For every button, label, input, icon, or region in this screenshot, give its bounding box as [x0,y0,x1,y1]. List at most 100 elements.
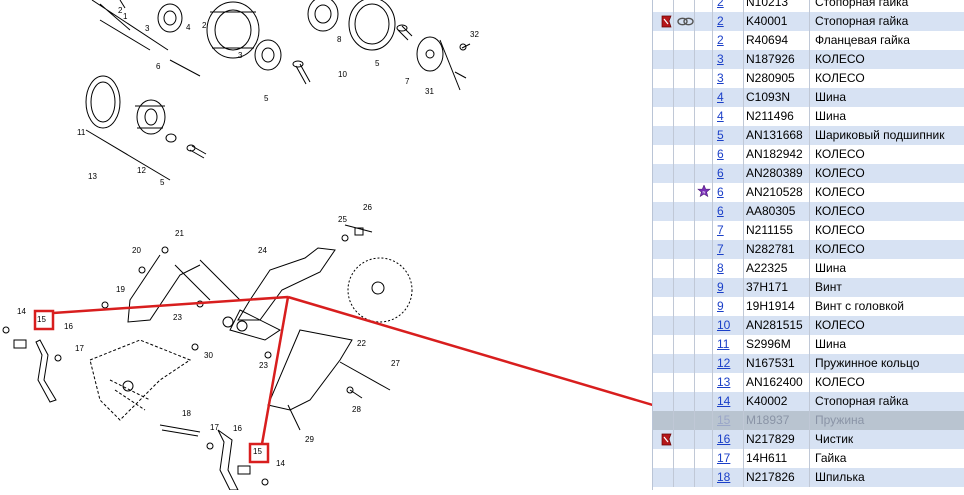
callout-number: 30 [204,351,213,360]
link-cell [674,69,695,88]
ref-link[interactable]: 2 [717,33,724,47]
ref-link[interactable]: 9 [717,280,724,294]
part-number: AN131668 [744,126,810,145]
link-cell [674,297,695,316]
ref-link[interactable]: 6 [717,204,724,218]
status-cell [695,221,713,240]
ref-cell: 3 [713,50,744,69]
ref-cell: 6 [713,164,744,183]
chain-link-icon[interactable] [677,16,694,27]
part-description: Винт [815,280,842,294]
flag-cell [653,316,674,335]
link-cell [674,449,695,468]
ref-link[interactable]: 5 [717,128,724,142]
part-number: 37H171 [744,278,810,297]
ref-link[interactable]: 17 [717,451,731,465]
callout-number: 16 [233,424,242,433]
ref-link[interactable]: 2 [717,0,724,9]
callout-number: 15 [37,315,46,324]
ref-link[interactable]: 4 [717,90,724,104]
status-cell [695,259,713,278]
part-number: 19H1914 [744,297,810,316]
ref-link[interactable]: 4 [717,109,724,123]
ref-link[interactable]: 8 [717,261,724,275]
flag-cell [653,31,674,50]
ref-link[interactable]: 3 [717,52,724,66]
ref-cell: 9 [713,278,744,297]
table-row[interactable]: 9 37H171 Винт [653,278,964,297]
tag-icon[interactable] [661,433,672,446]
ref-cell: 17 [713,449,744,468]
tag-icon[interactable] [661,15,672,28]
callout-number: 17 [210,423,219,432]
ref-cell: 14 [713,392,744,411]
callout-number: 5 [375,59,380,68]
ref-link[interactable]: 6 [717,166,724,180]
ref-link[interactable]: 6 [717,185,724,199]
ref-link[interactable]: 12 [717,356,731,370]
callout-number: 25 [338,215,347,224]
callout-number: 14 [276,459,285,468]
status-cell [695,392,713,411]
part-number: N211496 [744,107,810,126]
callout-number: 5 [160,178,165,187]
part-description: Пружинное кольцо [815,356,920,370]
ref-link[interactable]: 10 [717,318,731,332]
link-cell [674,50,695,69]
ref-link[interactable]: 14 [717,394,731,408]
part-number: AN182942 [744,145,810,164]
ref-link[interactable]: 16 [717,432,731,446]
flag-cell [653,468,674,487]
ref-link[interactable]: 18 [717,470,731,484]
new-part-star-icon: N [697,185,711,198]
ref-cell: 18 [713,468,744,487]
status-cell [695,297,713,316]
callout-number: 15 [253,447,262,456]
status-cell [695,278,713,297]
ref-link[interactable]: 7 [717,242,724,256]
part-number: R40694 [744,31,810,50]
ref-cell: 6 [713,145,744,164]
status-cell [695,202,713,221]
ref-link[interactable]: 3 [717,71,724,85]
part-number: C1093N [744,88,810,107]
ref-cell: 3 [713,69,744,88]
ref-link[interactable]: 7 [717,223,724,237]
ref-cell: 15 [713,411,744,430]
flag-cell [653,0,674,12]
part-number: AN162400 [744,373,810,392]
flag-cell [653,259,674,278]
ref-link[interactable]: 2 [717,14,724,28]
ref-link[interactable]: 6 [717,147,724,161]
ref-link[interactable]: 11 [717,337,730,351]
ref-link[interactable]: 13 [717,375,731,389]
ref-link[interactable]: 15 [717,413,731,427]
ref-link[interactable]: 9 [717,299,724,313]
